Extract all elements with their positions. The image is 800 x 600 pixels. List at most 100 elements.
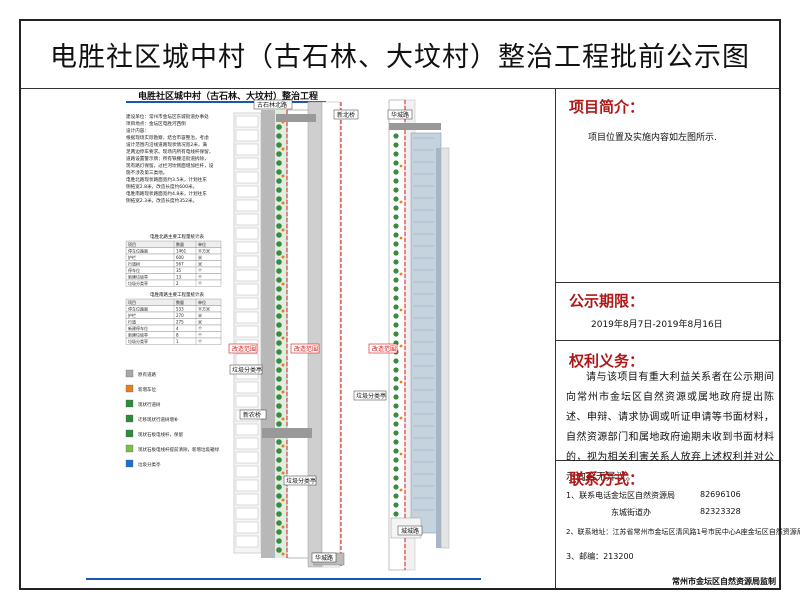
desc-line: 根据现场实际勘察，结合市容整治，考虑 [126,134,209,141]
tree-mark [393,196,399,202]
desc-line: 电胜北路现状路面宽约3.5米，计划往东 [126,176,207,183]
building-outline [235,241,259,254]
site-plan-svg: 电胜社区城中村（古石林、大坟村）整治工程 古石林北 [125,90,450,571]
parking-mark [281,174,285,178]
table-cell: 数量 [176,241,184,247]
tree-mark [393,268,399,274]
tree-mark [276,457,282,463]
building-outline [235,199,259,212]
building-outline [235,311,259,324]
table-row [125,253,222,261]
legend-label: 现状石板电线杆提前清除，新增垃圾箱绿 [138,446,219,453]
tree-mark [276,250,282,256]
tree-mark [276,178,282,184]
label-box-top [253,99,293,110]
building-outline [235,353,259,366]
tree-mark [393,241,399,247]
building-outline [235,507,259,520]
tree-mark [276,214,282,220]
tree-mark [276,412,282,418]
parking-mark [399,416,403,420]
small-box-1 [229,364,263,375]
tree-mark [276,223,282,229]
table-cell: 停车位路面 [128,247,148,253]
tree-mark [276,439,282,445]
desc-line: 施不涉及第三类地。 [126,169,167,176]
tree-mark [393,277,399,283]
table-cell: 护栏 [128,312,136,318]
parking-mark [399,164,403,168]
building-outline [235,227,259,240]
table-cell: 项目 [128,299,136,305]
road-label-bottom-right: 城城路 [401,527,419,535]
tree-mark [276,124,282,130]
left-road [261,110,275,558]
building-outline [235,479,259,492]
map-legend: 原有道路新增车位现状行道树迁移现状行道树增补现状石板电线杆，保留现状石板电线杆提… [125,369,219,468]
tree-mark [276,376,282,382]
table-row [125,311,222,319]
tree-mark [393,331,399,337]
desc-line: 电胜南路现状路面宽约4.8米，计划往东 [126,190,207,197]
tree-mark [276,160,282,166]
small-label-4: 新农桥 [243,411,261,419]
map-bottom-line [86,578,481,580]
legend-label: 新增车位 [138,386,156,393]
table-cell: 2 [176,281,179,286]
contact-address: 2、联系地址：江苏省常州市金坛区清风路1号市民中心A座金坛区自然资源局 [566,528,800,536]
desc-line: 现有路灯保留，过栏河坎侧面增加栏杆，设 [126,162,214,169]
tree-mark [393,286,399,292]
tree-mark [276,403,282,409]
desc-line: 足两边停车要求。现场内所有电线杆保留， [126,148,213,155]
table-cell: 533 [176,306,184,311]
tree-mark [276,529,282,535]
tree-mark [393,367,399,373]
red-box-3 [368,343,398,354]
desc-line: 侧拓宽2.3米，改造长度约352米。 [126,197,197,204]
table-cell: 停车位 [128,267,140,273]
tree-mark [276,142,282,148]
legend-label: 原有道路 [138,371,156,378]
tree-mark [276,349,282,355]
parking-mark [281,336,285,340]
tree-mark [393,313,399,319]
divider-period [555,282,779,283]
parking-mark [399,488,403,492]
table-cell: 新建停车位 [128,325,148,331]
parking-mark [281,552,285,556]
road-label-right-2: 华城路 [391,111,409,119]
legend-label: 迁移现状行道树增补 [138,416,179,423]
tree-mark [393,403,399,409]
building-outline [235,283,259,296]
road-label-right-1: 新北桥 [337,111,355,119]
tree-mark [276,196,282,202]
parking-mark [281,255,285,259]
table-cell: 米 [198,318,202,324]
contact-phone-label: 1、联系电话： [566,491,620,500]
table-cell: 270 [176,313,184,318]
legend-swatch [125,429,134,438]
tree-mark [276,259,282,265]
road-label-bottom: 华城路 [315,554,333,562]
building-outline [235,129,259,142]
contact-phone-1: 82696106 [700,490,741,499]
tree-mark [393,214,399,220]
legend-label: 垃圾分类亭 [138,461,161,468]
table-cell: 新建垃圾亭 [128,331,148,337]
tree-mark [276,205,282,211]
tree-mark [393,358,399,364]
contact-zip: 3、邮编：213200 [566,552,634,561]
parking-mark [399,272,403,276]
label-box-bottom [311,552,337,563]
period-text: 2019年8月7日-2019年8月16日 [591,320,723,330]
desc-line: 建设单位：常州市金坛区东城街道办事处 [126,113,209,120]
desc-line: 侧拓宽2.8米，改造长度约600米。 [126,183,197,190]
table-cell: 垃圾分类亭 [128,338,148,344]
tree-mark [276,295,282,301]
tree-mark [393,511,399,517]
table-cell: 600 [176,255,184,260]
table-row [125,260,222,268]
legend-swatch [125,414,134,423]
tree-mark [393,169,399,175]
